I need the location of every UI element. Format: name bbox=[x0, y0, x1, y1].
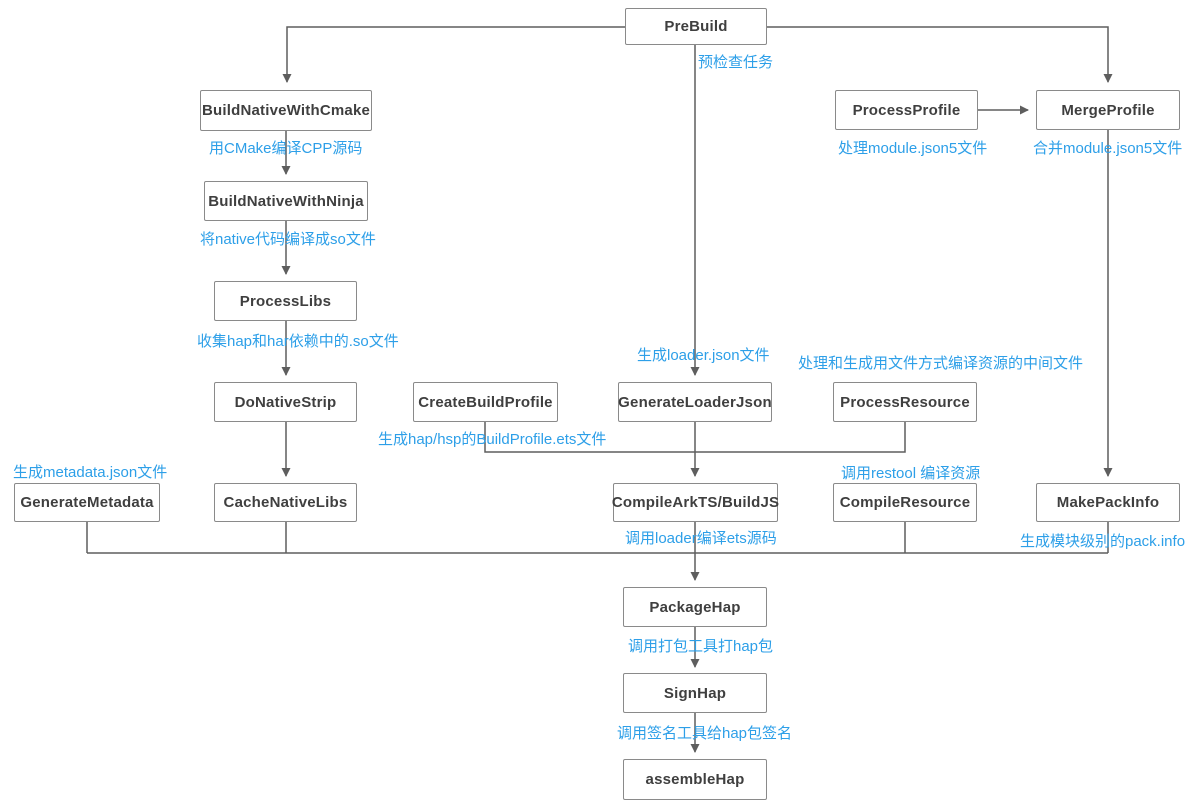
note-build-native-with-ninja: 将native代码编译成so文件 bbox=[200, 231, 376, 248]
node-process-libs-label: ProcessLibs bbox=[239, 292, 332, 310]
note-build-native-with-cmake: 用CMake编译CPP源码 bbox=[209, 140, 363, 157]
node-cache-native-libs-label: CacheNativeLibs bbox=[223, 494, 348, 511]
node-assemble-hap-label: assembleHap bbox=[645, 771, 745, 788]
note-merge-profile: 合并module.json5文件 bbox=[1033, 140, 1183, 157]
edge-prebuild-to-buildnativewithcmake bbox=[282, 26, 625, 83]
node-compile-resource-label: CompileResource bbox=[839, 494, 971, 511]
note-sign-hap: 调用签名工具给hap包签名 bbox=[617, 725, 793, 742]
edge-createbuildprofile-join bbox=[484, 422, 695, 453]
node-package-hap-label: PackageHap bbox=[649, 598, 741, 616]
note-compile-arkts-buildjs: 调用loader编译ets源码 bbox=[625, 530, 777, 547]
node-make-pack-info-label: MakePackInfo bbox=[1056, 494, 1160, 511]
node-do-native-strip: DoNativeStrip bbox=[214, 382, 357, 422]
node-generate-loader-json-label: GenerateLoaderJson bbox=[618, 393, 772, 411]
edge-processresource-join bbox=[695, 422, 906, 453]
node-assemble-hap: assembleHap bbox=[623, 759, 767, 800]
node-cache-native-libs: CacheNativeLibs bbox=[214, 483, 357, 522]
note-generate-loader-json: 生成loader.json文件 bbox=[637, 347, 770, 364]
node-prebuild-label: PreBuild bbox=[664, 18, 728, 35]
note-generate-metadata: 生成metadata.json文件 bbox=[13, 464, 168, 481]
node-prebuild: PreBuild bbox=[625, 8, 767, 45]
node-compile-arkts-buildjs-label: CompileArkTS/BuildJS bbox=[611, 494, 780, 511]
note-compile-resource: 调用restool 编译资源 bbox=[841, 465, 981, 482]
node-process-profile: ProcessProfile bbox=[835, 90, 978, 130]
node-build-native-with-cmake: BuildNativeWithCmake bbox=[200, 90, 372, 131]
node-do-native-strip-label: DoNativeStrip bbox=[234, 393, 337, 411]
node-process-libs: ProcessLibs bbox=[214, 281, 357, 321]
node-build-native-with-cmake-label: BuildNativeWithCmake bbox=[201, 102, 371, 119]
node-compile-resource: CompileResource bbox=[833, 483, 977, 522]
node-merge-profile: MergeProfile bbox=[1036, 90, 1180, 130]
node-build-native-with-ninja: BuildNativeWithNinja bbox=[204, 181, 368, 221]
node-sign-hap-label: SignHap bbox=[663, 684, 727, 702]
node-process-profile-label: ProcessProfile bbox=[852, 101, 961, 119]
node-make-pack-info: MakePackInfo bbox=[1036, 483, 1180, 522]
edge-prebuild-to-mergeprofile bbox=[767, 26, 1113, 83]
node-compile-arkts-buildjs: CompileArkTS/BuildJS bbox=[611, 483, 780, 522]
node-sign-hap: SignHap bbox=[623, 673, 767, 713]
note-process-libs: 收集hap和har依赖中的.so文件 bbox=[197, 333, 399, 350]
note-prebuild: 预检查任务 bbox=[698, 54, 774, 71]
node-build-native-with-ninja-label: BuildNativeWithNinja bbox=[208, 192, 364, 210]
node-create-build-profile: CreateBuildProfile bbox=[413, 382, 558, 422]
node-generate-metadata: GenerateMetadata bbox=[14, 483, 160, 522]
note-process-profile: 处理module.json5文件 bbox=[838, 140, 988, 157]
note-create-build-profile: 生成hap/hsp的BuildProfile.ets文件 bbox=[378, 431, 607, 448]
node-package-hap: PackageHap bbox=[623, 587, 767, 627]
node-generate-loader-json: GenerateLoaderJson bbox=[618, 382, 772, 422]
note-process-resource: 处理和生成用文件方式编译资源的中间文件 bbox=[798, 355, 1084, 372]
note-package-hap: 调用打包工具打hap包 bbox=[628, 638, 774, 655]
node-process-resource-label: ProcessResource bbox=[840, 393, 970, 411]
node-process-resource: ProcessResource bbox=[833, 382, 977, 422]
note-make-pack-info: 生成模块级别的pack.info bbox=[1020, 533, 1186, 550]
node-create-build-profile-label: CreateBuildProfile bbox=[418, 393, 553, 411]
node-merge-profile-label: MergeProfile bbox=[1061, 101, 1155, 119]
node-generate-metadata-label: GenerateMetadata bbox=[20, 494, 154, 511]
